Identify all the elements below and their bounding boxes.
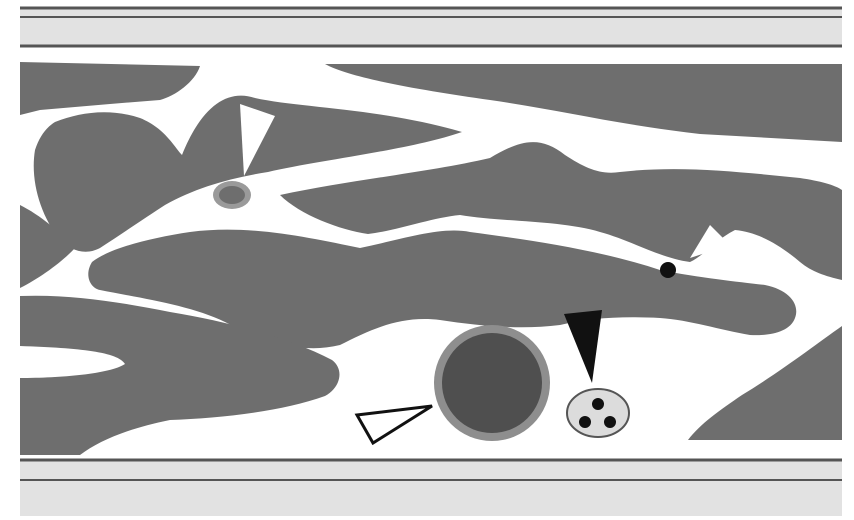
cell-cluster: [567, 389, 629, 437]
small-black-dot: [660, 262, 676, 278]
large-round-cell: [434, 325, 550, 441]
small-oval-cell: [213, 181, 251, 209]
top-boundary-band: [20, 8, 842, 46]
bottom-boundary-band: [20, 460, 842, 516]
